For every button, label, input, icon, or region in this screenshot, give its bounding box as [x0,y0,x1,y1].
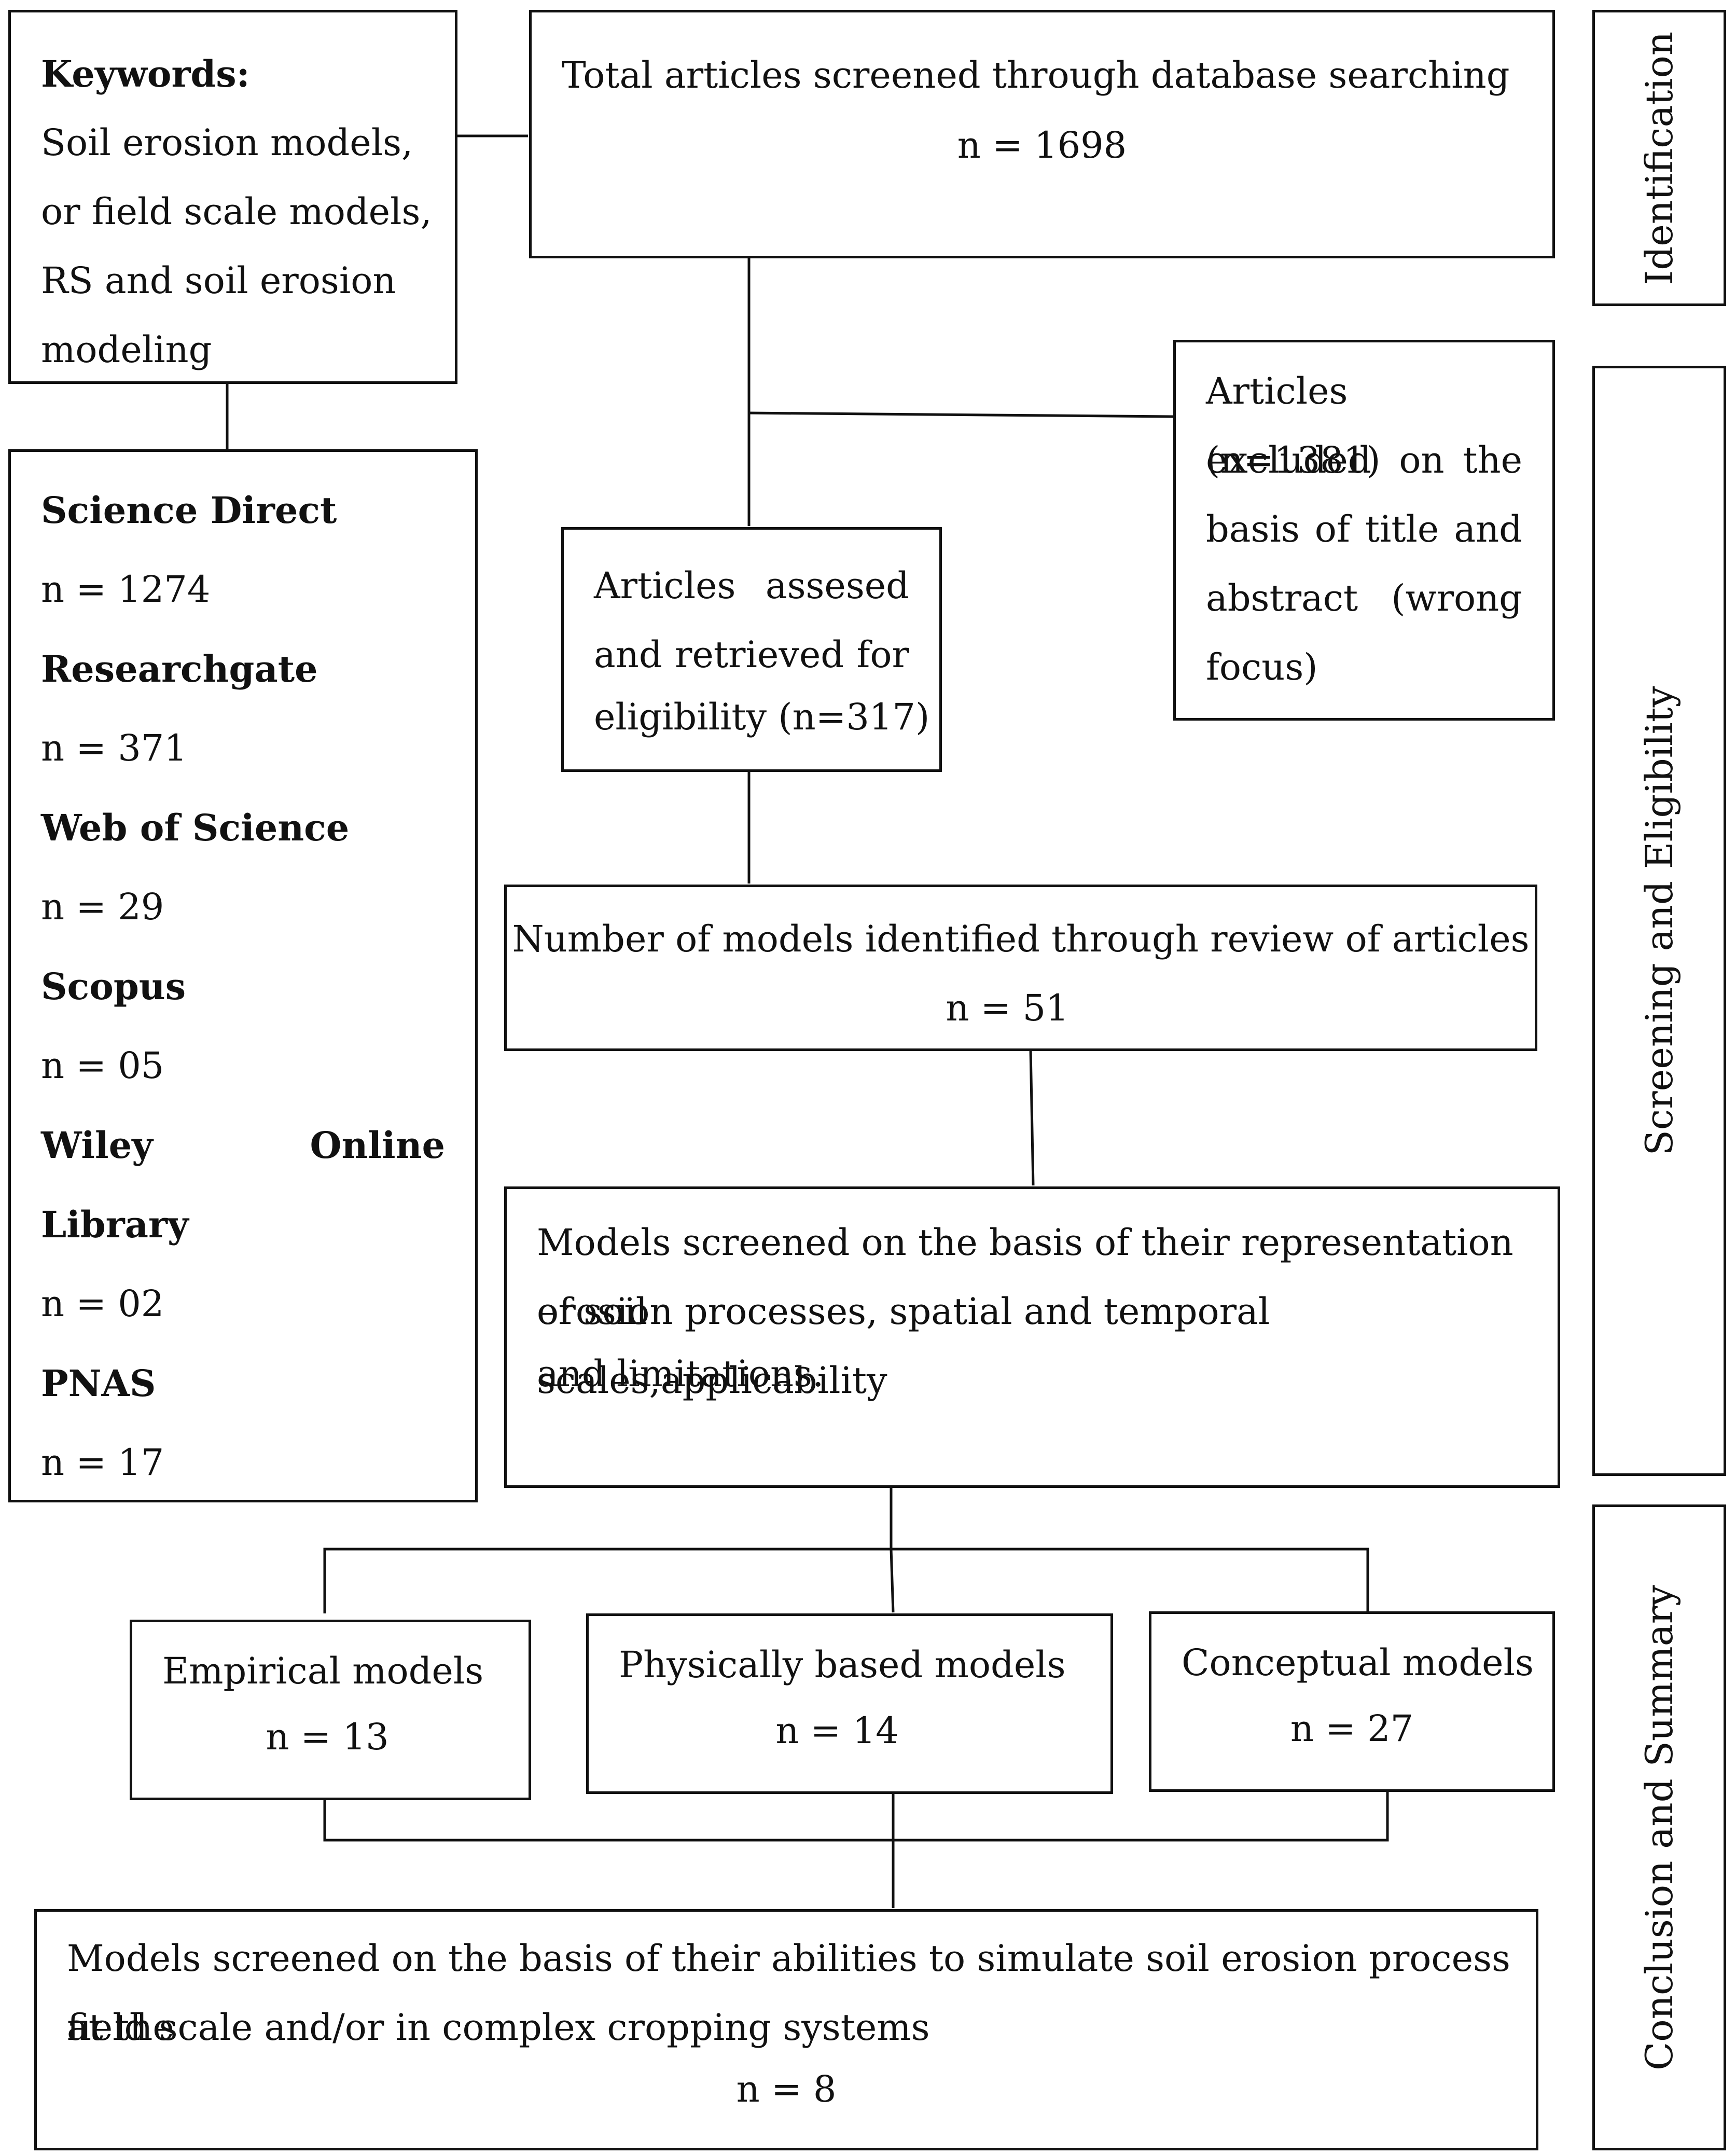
models-screened-line: Models screened on the basis of their re… [537,1221,1513,1333]
assessed-line: eligibility (n=317) [594,696,930,738]
source-count: n = 17 [41,1441,164,1484]
source-name: Wiley [41,1124,153,1167]
excluded-line: basis of title and [1206,508,1522,550]
keywords-line-4: modeling [41,328,212,371]
source-name: Library [41,1203,189,1246]
arrow-to-physical [890,1549,895,1613]
connector-split-bar [323,1548,1369,1612]
category-label: Physically based models [619,1644,1066,1686]
keywords-title: Keywords: [41,52,250,95]
keywords-line-2: or field scale models, [41,190,432,233]
models-identified-label: Number of models identified through revi… [512,918,1530,960]
assessed-line: and retrieved for [594,633,909,676]
category-label: Conceptual models [1182,1641,1534,1684]
connector-merge-bar [323,1787,1389,1842]
arrow-identified-to-screened [1029,1050,1035,1186]
source-count: n = 371 [41,727,187,769]
excluded-line: abstract (wrong [1206,577,1522,619]
database-sources-box: Science Direct n = 1274 Researchgate n =… [8,449,478,1502]
category-count: n = 13 [266,1716,389,1758]
assessed-box: Articles assesed and retrieved for eligi… [561,527,942,772]
models-identified-box: Number of models identified through revi… [504,885,1537,1051]
total-count: n = 1698 [957,124,1127,167]
category-label: Empirical models [162,1650,484,1692]
total-articles-box: Total articles screened through database… [529,10,1555,258]
final-screened-box: Models screened on the basis of their ab… [34,1909,1538,2150]
models-screened-line: erosion processes, spatial and temporal … [537,1290,1270,1402]
keywords-line-1: Soil erosion models, [41,121,413,164]
source-count: n = 05 [41,1044,164,1087]
keywords-box: Keywords: Soil erosion models, or field … [8,10,457,384]
models-screened-box: Models screened on the basis of their re… [504,1186,1560,1488]
source-name: Online [310,1124,445,1167]
stage-identification: Identification [1592,10,1726,306]
arrow-to-excluded [748,411,1174,418]
final-count: n = 8 [736,2068,837,2110]
excluded-line: Articles excluded [1206,370,1371,481]
stage-label: Screening and Eligibility [1637,686,1681,1156]
category-count: n = 14 [775,1709,899,1752]
source-count: n = 02 [41,1282,164,1325]
source-name: Science Direct [41,489,337,532]
excluded-box: Articles excluded (n=1381) on the basis … [1173,340,1555,721]
final-line: Models screened on the basis of their ab… [67,1937,1510,2049]
stage-screening-eligibility: Screening and Eligibility [1592,366,1726,1476]
source-name: Scopus [41,965,186,1008]
stage-label: Conclusion and Summary [1637,1584,1681,2070]
keywords-line-3: RS and soil erosion [41,259,396,302]
source-count: n = 29 [41,886,164,928]
excluded-line: (n=1381) on the [1206,439,1522,481]
models-screened-line: and limitations. [537,1352,824,1395]
total-label: Total articles screened through database… [562,54,1510,96]
physically-based-models-box: Physically based models n = 14 [586,1613,1113,1794]
category-count: n = 27 [1290,1707,1414,1750]
source-name: Web of Science [41,806,350,849]
conceptual-models-box: Conceptual models n = 27 [1149,1611,1555,1792]
final-line: field scale and/or in complex cropping s… [67,2006,930,2049]
source-name: PNAS [41,1362,156,1405]
models-identified-count: n = 51 [946,987,1069,1029]
empirical-models-box: Empirical models n = 13 [130,1620,531,1800]
assessed-line: Articles assesed [594,564,909,607]
stage-conclusion-summary: Conclusion and Summary [1592,1504,1726,2150]
excluded-line: focus) [1206,646,1318,688]
source-name: Researchgate [41,647,318,691]
stage-label: Identification [1637,31,1681,285]
source-count: n = 1274 [41,568,211,611]
